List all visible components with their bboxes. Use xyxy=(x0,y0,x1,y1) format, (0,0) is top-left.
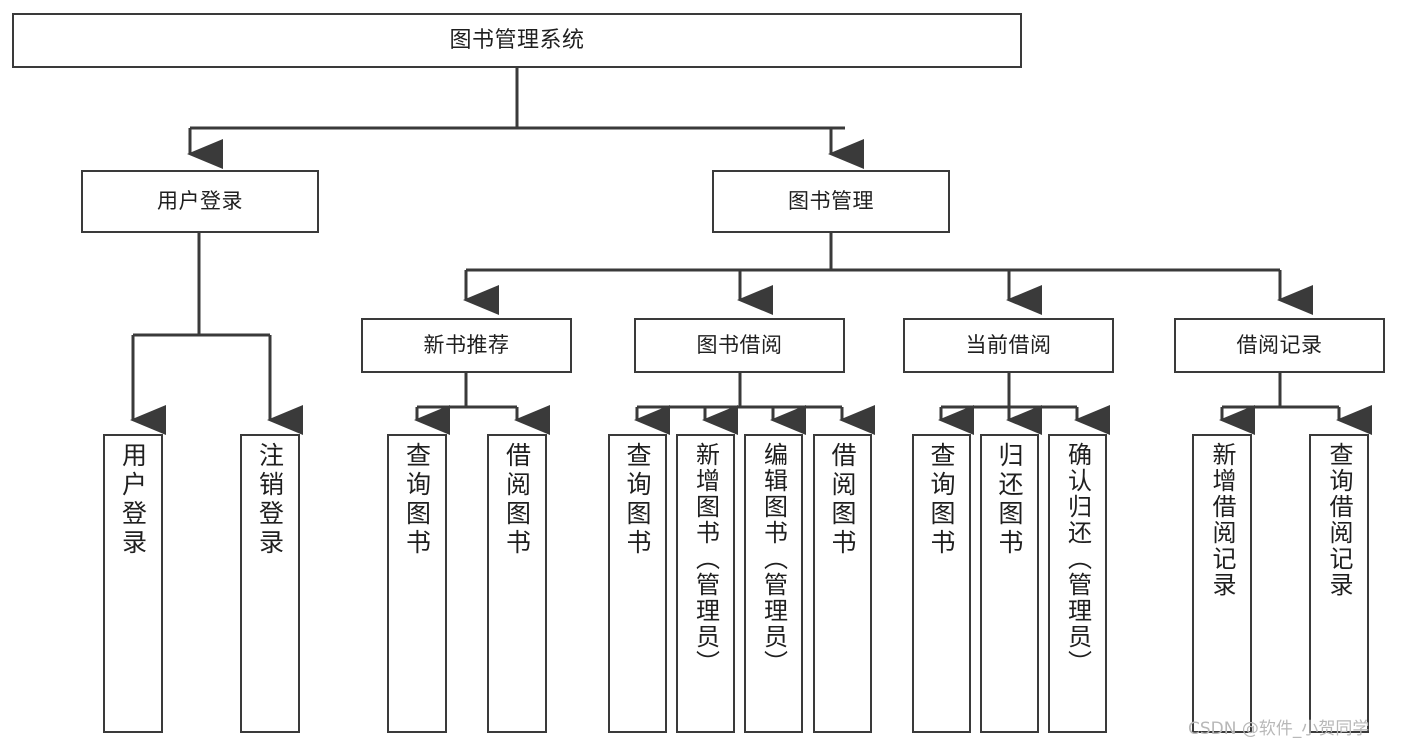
node-root-book-management-system[interactable]: 图书管理系统 xyxy=(12,13,1022,68)
node-new-book-recommend[interactable]: 新书推荐 xyxy=(361,318,572,373)
node-label: 查询借阅记录 xyxy=(1325,442,1353,598)
node-label: 用户登录 xyxy=(157,189,243,214)
node-label: 图书管理系统 xyxy=(449,27,585,53)
node-borrow-record[interactable]: 借阅记录 xyxy=(1174,318,1385,373)
node-label: 编辑图书（管理员） xyxy=(759,442,788,676)
leaf-query-record[interactable]: 查询借阅记录 xyxy=(1309,434,1369,733)
csdn-watermark: CSDN @软件_小贺同学 xyxy=(1188,719,1370,739)
leaf-edit-book[interactable]: 编辑图书（管理员） xyxy=(744,434,803,733)
leaf-add-book[interactable]: 新增图书（管理员） xyxy=(676,434,735,733)
leaf-query-book-2[interactable]: 查询图书 xyxy=(608,434,667,733)
node-label: 新增图书（管理员） xyxy=(691,442,720,676)
node-label: 注销登录 xyxy=(255,442,285,558)
node-book-manage[interactable]: 图书管理 xyxy=(712,170,950,233)
node-label: 查询图书 xyxy=(402,442,432,558)
leaf-borrow-book-2[interactable]: 借阅图书 xyxy=(813,434,872,733)
leaf-borrow-book-1[interactable]: 借阅图书 xyxy=(487,434,547,733)
node-user-login[interactable]: 用户登录 xyxy=(81,170,319,233)
node-label: 查询图书 xyxy=(927,442,956,558)
leaf-query-book-1[interactable]: 查询图书 xyxy=(387,434,447,733)
node-label: 新书推荐 xyxy=(423,333,510,358)
leaf-confirm-return[interactable]: 确认归还（管理员） xyxy=(1048,434,1107,733)
leaf-add-record[interactable]: 新增借阅记录 xyxy=(1192,434,1252,733)
leaf-logout-login[interactable]: 注销登录 xyxy=(240,434,300,733)
node-label: 查询图书 xyxy=(623,442,652,558)
leaf-return-book[interactable]: 归还图书 xyxy=(980,434,1039,733)
leaf-query-book-3[interactable]: 查询图书 xyxy=(912,434,971,733)
node-current-borrow[interactable]: 当前借阅 xyxy=(903,318,1114,373)
node-label: 当前借阅 xyxy=(965,333,1052,358)
node-label: 归还图书 xyxy=(995,442,1024,558)
node-label: 借阅图书 xyxy=(828,442,857,558)
node-book-borrow[interactable]: 图书借阅 xyxy=(634,318,845,373)
node-label: 图书管理 xyxy=(788,189,874,214)
node-label: 新增借阅记录 xyxy=(1208,442,1236,598)
node-label: 图书借阅 xyxy=(696,333,783,358)
node-label: 借阅记录 xyxy=(1236,333,1323,358)
leaf-user-login[interactable]: 用户登录 xyxy=(103,434,163,733)
node-label: 用户登录 xyxy=(118,442,148,558)
node-label: 借阅图书 xyxy=(502,442,532,558)
node-label: 确认归还（管理员） xyxy=(1063,442,1092,676)
